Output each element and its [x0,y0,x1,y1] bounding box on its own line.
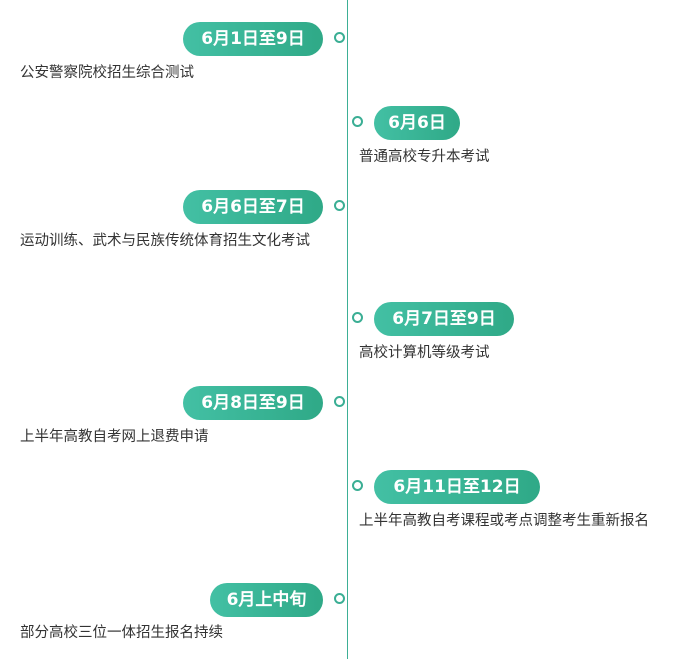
timeline-dot [334,200,345,211]
timeline-dot [334,396,345,407]
event-description: 公安警察院校招生综合测试 [20,65,194,81]
event-date-pill: 6月1日至9日 [183,22,323,56]
event-date-pill: 6月7日至9日 [374,302,514,336]
timeline-dot [334,593,345,604]
event-date-pill: 6月上中旬 [210,583,323,617]
event-date-pill: 6月8日至9日 [183,386,323,420]
timeline-axis [347,0,348,659]
event-date-pill: 6月11日至12日 [374,470,540,504]
event-date-pill: 6月6日至7日 [183,190,323,224]
timeline-dot [352,116,363,127]
timeline-dot [352,480,363,491]
event-description: 高校计算机等级考试 [359,345,490,361]
event-date-pill: 6月6日 [374,106,460,140]
event-description: 上半年高教自考网上退费申请 [20,429,209,445]
timeline-dot [334,32,345,43]
event-description: 普通高校专升本考试 [359,149,490,165]
timeline-dot [352,312,363,323]
event-description: 运动训练、武术与民族传统体育招生文化考试 [20,233,310,249]
event-description: 部分高校三位一体招生报名持续 [20,625,223,641]
event-description: 上半年高教自考课程或考点调整考生重新报名 [359,513,649,529]
